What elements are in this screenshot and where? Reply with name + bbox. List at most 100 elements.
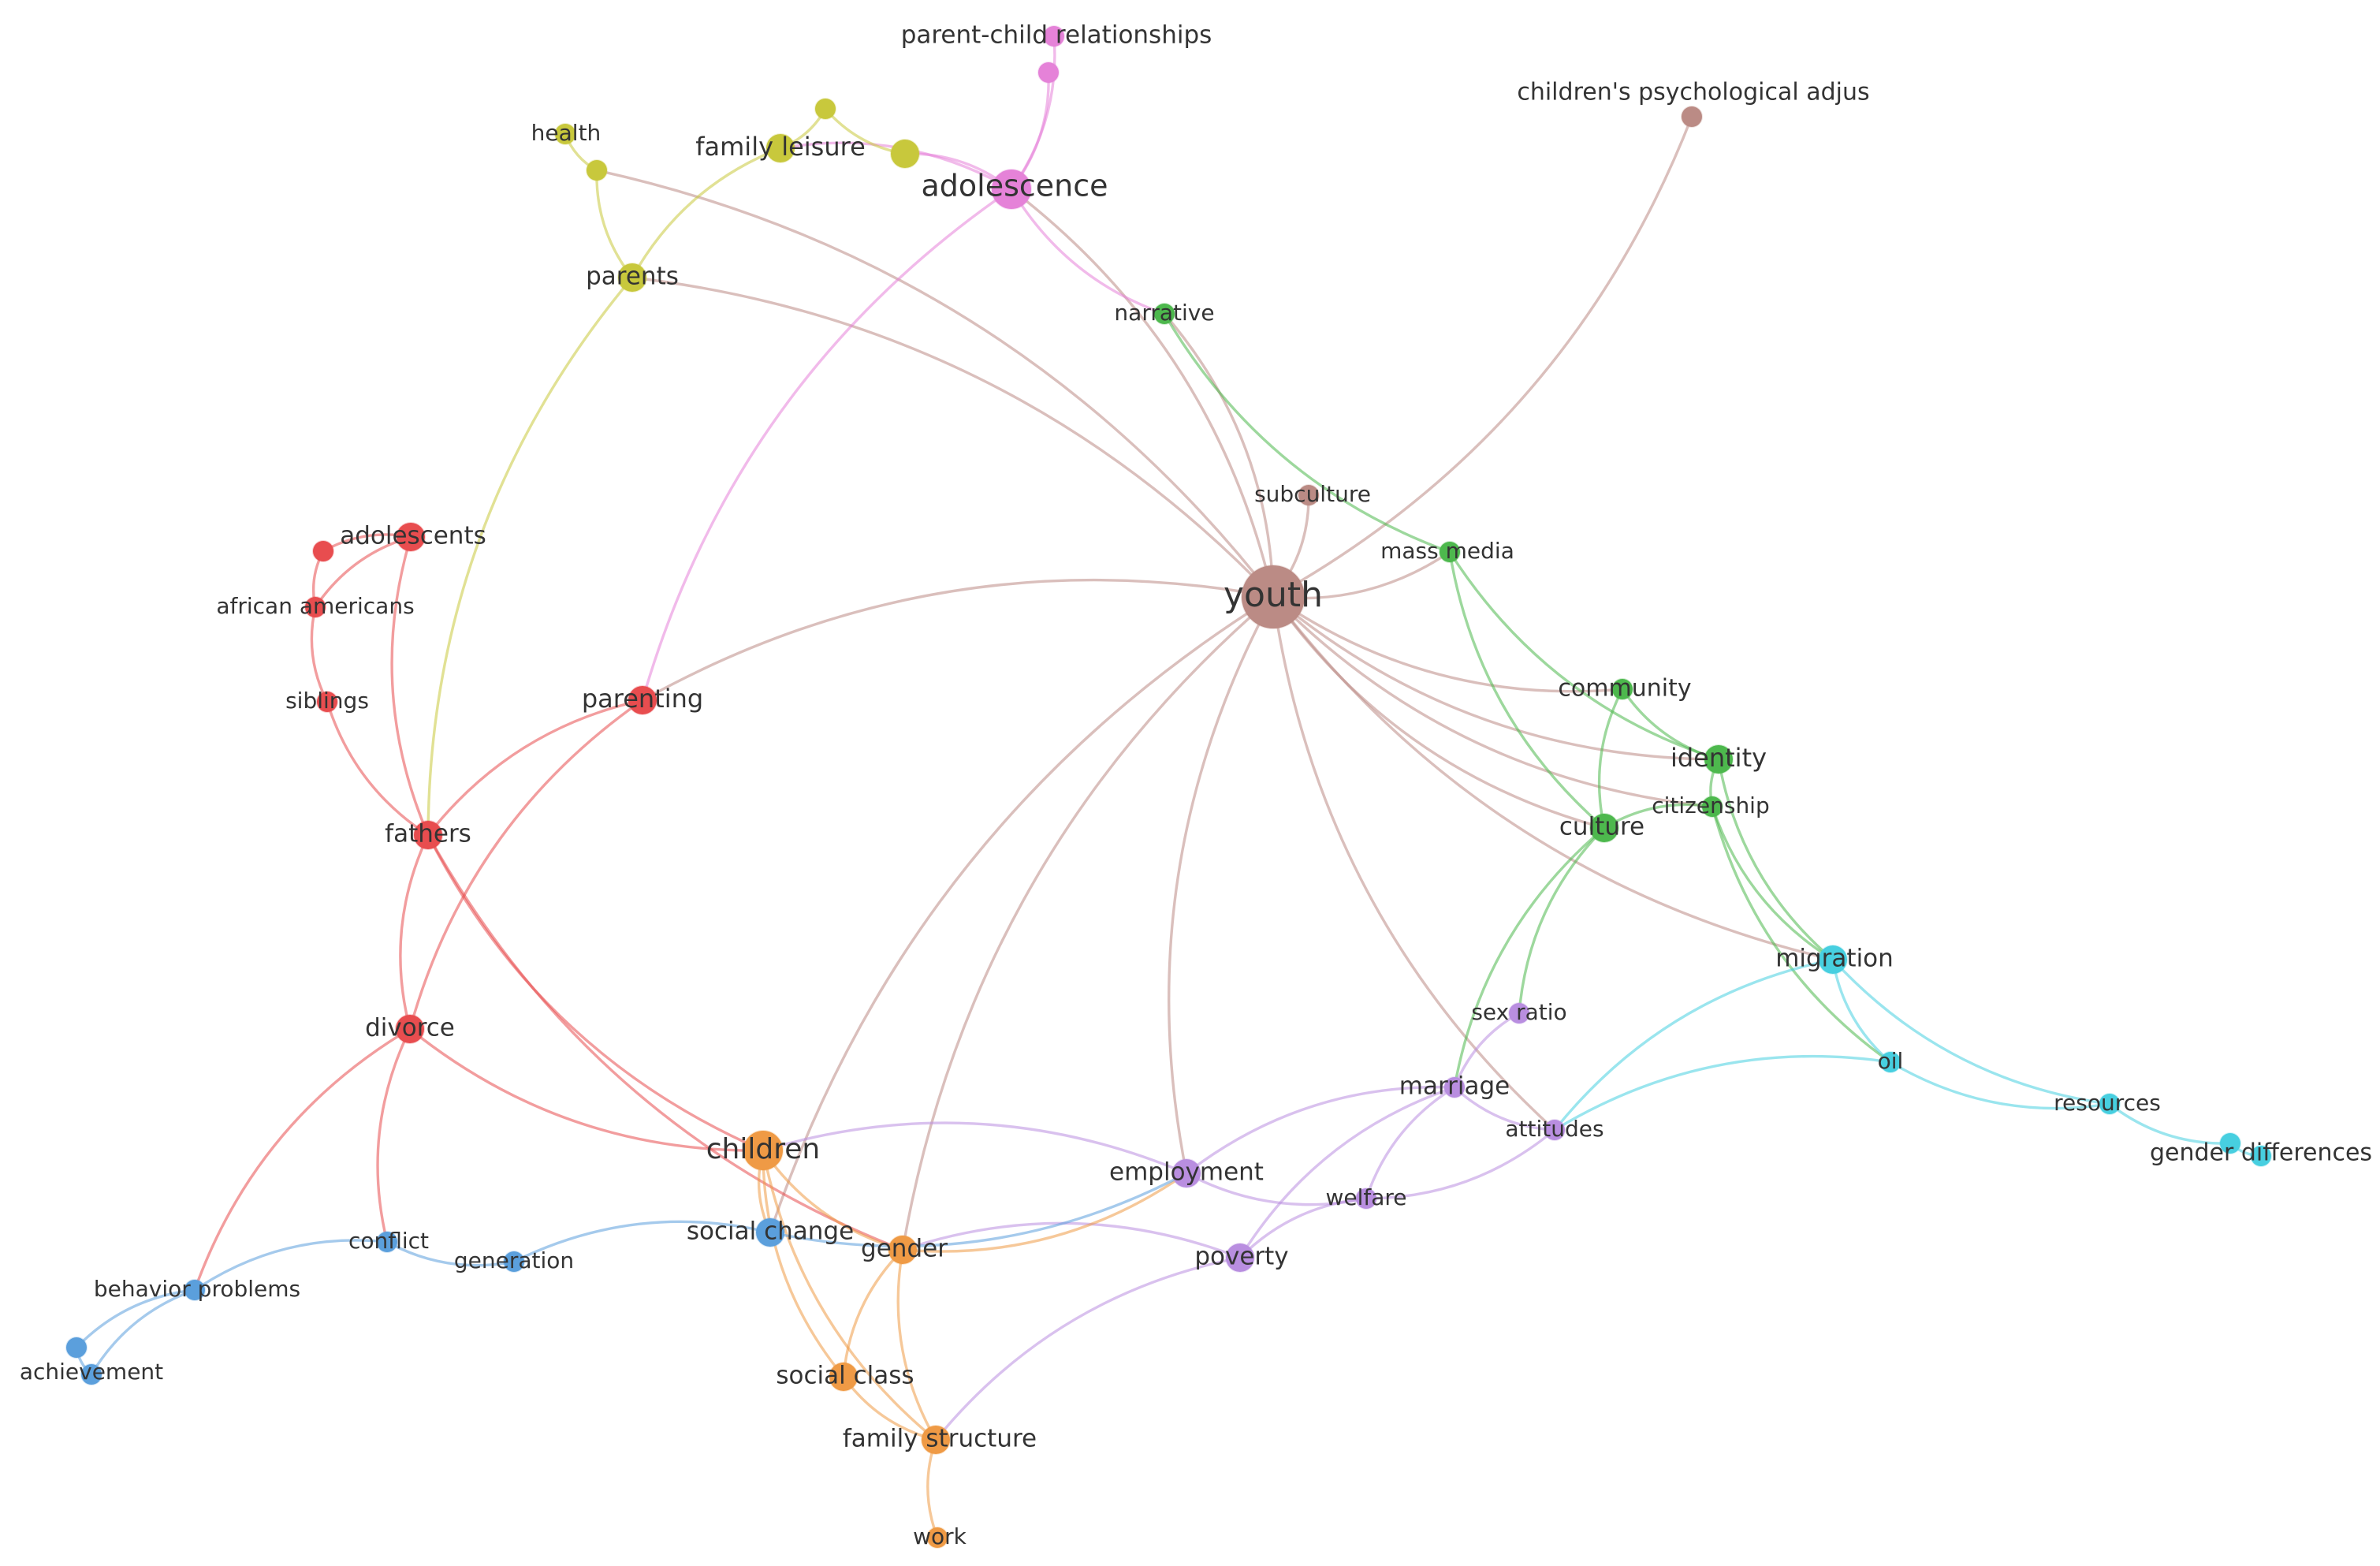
node-parent-child[interactable]	[1043, 25, 1065, 47]
label-narrative: narrative	[1114, 300, 1214, 326]
edge-migration-attitudes	[1553, 958, 1834, 1132]
node-leisure-3[interactable]	[890, 139, 920, 169]
node-sex-ratio[interactable]	[1508, 1002, 1530, 1024]
edge-youth-parenting	[642, 578, 1274, 702]
node-achievement-2[interactable]	[80, 1363, 102, 1385]
edge-african-americans-siblings	[310, 606, 329, 703]
node-social-change[interactable]	[755, 1217, 785, 1247]
edge-children-social-class	[762, 1150, 845, 1378]
label-welfare: welfare	[1325, 1184, 1406, 1210]
node-employment[interactable]	[1171, 1158, 1201, 1188]
node-narrative[interactable]	[1153, 303, 1175, 325]
node-gender[interactable]	[888, 1235, 918, 1265]
edge-parenting-fathers	[426, 699, 643, 837]
edge-mass-media-culture	[1448, 551, 1606, 830]
node-attitudes[interactable]	[1544, 1119, 1566, 1141]
node-divorce[interactable]	[395, 1014, 425, 1044]
edge-gender-family-structure	[896, 1249, 937, 1441]
edge-adolescence-parenting	[641, 188, 1012, 701]
node-culture[interactable]	[1589, 813, 1619, 843]
node-family-structure[interactable]	[921, 1425, 951, 1455]
edge-youth-childrens-psych	[1272, 116, 1693, 598]
edge-youth-migration	[1272, 595, 1834, 961]
node-behavior-problems[interactable]	[184, 1279, 206, 1301]
node-adolescence[interactable]	[991, 169, 1032, 210]
edge-culture-sex-ratio	[1518, 826, 1606, 1014]
edge-behavior-problems-achievement-2	[90, 1288, 196, 1375]
edge-welfare-attitudes	[1365, 1128, 1556, 1200]
node-siblings[interactable]	[316, 691, 338, 713]
node-migration[interactable]	[1818, 945, 1848, 975]
node-community[interactable]	[1611, 678, 1633, 700]
node-childrens-psych[interactable]	[1681, 106, 1703, 128]
label-gender-differences: gender differences	[2150, 1139, 2372, 1167]
edge-children-gender	[762, 1150, 903, 1251]
node-poverty[interactable]	[1225, 1243, 1255, 1273]
node-youth[interactable]	[1241, 565, 1305, 629]
edge-fathers-gender	[426, 834, 903, 1251]
label-conflict: conflict	[348, 1228, 429, 1254]
node-generation[interactable]	[503, 1251, 525, 1273]
edge-gender-employment	[902, 1172, 1187, 1253]
node-resources[interactable]	[2099, 1093, 2121, 1115]
node-leisure-2[interactable]	[814, 98, 836, 120]
node-identity[interactable]	[1704, 744, 1734, 774]
node-parenting[interactable]	[628, 685, 657, 715]
node-health-2[interactable]	[586, 159, 608, 181]
label-parent-child: parent-child relationships	[901, 21, 1212, 50]
label-sex-ratio: sex ratio	[1471, 999, 1566, 1025]
label-family-structure: family structure	[843, 1425, 1037, 1453]
label-culture: culture	[1559, 813, 1644, 841]
edge-welfare-poverty	[1238, 1197, 1367, 1259]
node-gender-differences[interactable]	[2219, 1132, 2241, 1154]
label-citizenship: citizenship	[1652, 792, 1770, 818]
node-mass-media[interactable]	[1439, 541, 1461, 563]
label-adolescents: adolescents	[340, 522, 486, 550]
node-health[interactable]	[554, 123, 576, 145]
edge-youth-identity	[1272, 595, 1719, 761]
label-employment: employment	[1109, 1158, 1264, 1187]
node-adolescents[interactable]	[396, 522, 426, 552]
edge-poverty-gender	[902, 1221, 1241, 1259]
node-social-class[interactable]	[829, 1362, 859, 1392]
node-african-americans[interactable]	[304, 596, 326, 618]
node-citizenship[interactable]	[1701, 796, 1723, 818]
node-subculture[interactable]	[1298, 484, 1320, 506]
edge-divorce-children	[408, 1027, 764, 1152]
node-marriage[interactable]	[1443, 1076, 1466, 1098]
node-children[interactable]	[743, 1130, 784, 1171]
node-parents[interactable]	[617, 263, 647, 293]
label-divorce: divorce	[365, 1014, 455, 1042]
edge-oil-resources	[1890, 1061, 2110, 1110]
node-family-leisure[interactable]	[765, 133, 795, 163]
edge-gender-social-class	[842, 1248, 904, 1378]
edge-marriage-welfare	[1365, 1086, 1455, 1199]
label-childrens-psych: children's psychological adjus	[1517, 79, 1869, 106]
edge-fathers-children	[426, 834, 764, 1152]
edge-youth-narrative	[1163, 312, 1275, 598]
label-health: health	[531, 120, 602, 146]
edge-youth-gender	[901, 595, 1275, 1251]
edge-youth-health-2	[596, 169, 1275, 598]
node-welfare[interactable]	[1355, 1188, 1377, 1210]
edge-marriage-employment	[1185, 1085, 1455, 1175]
label-generation: generation	[454, 1247, 574, 1273]
edge-layer	[75, 35, 2262, 1538]
label-mass-media: mass media	[1380, 538, 1514, 564]
node-adolescents-2[interactable]	[312, 540, 334, 562]
edge-youth-community	[1272, 595, 1623, 693]
node-achievement[interactable]	[65, 1337, 88, 1359]
node-work[interactable]	[926, 1527, 948, 1549]
node-parent-child-2[interactable]	[1037, 62, 1060, 84]
label-siblings: siblings	[285, 688, 369, 714]
node-gender-differences-2[interactable]	[2250, 1145, 2272, 1167]
node-fathers[interactable]	[413, 820, 443, 850]
node-conflict[interactable]	[376, 1231, 398, 1253]
edge-citizenship-migration	[1711, 806, 1834, 961]
node-oil[interactable]	[1879, 1051, 1901, 1073]
edge-migration-oil	[1831, 959, 1892, 1064]
edge-citizenship-oil	[1711, 806, 1891, 1064]
label-oil: oil	[1878, 1048, 1904, 1074]
